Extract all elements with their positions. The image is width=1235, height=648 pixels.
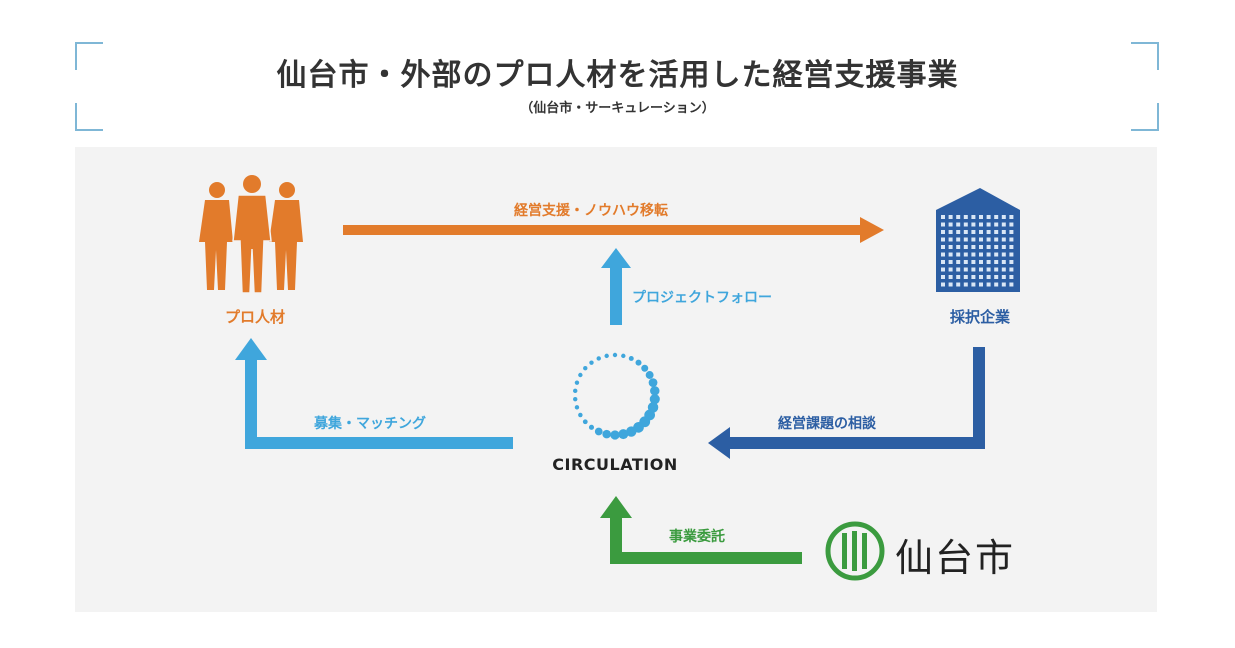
page-subtitle: （仙台市・サーキュレーション） — [520, 101, 715, 116]
commission-label: 事業委託 — [669, 529, 725, 545]
management-support-label: 経営支援・ノウハウ移転 — [514, 203, 668, 219]
recruit-matching-label: 募集・マッチング — [314, 416, 426, 432]
frame-corner-top-right — [1131, 42, 1159, 70]
project-follow-arrow — [601, 248, 631, 325]
management-support-arrow — [343, 217, 884, 243]
circulation-ring-icon — [573, 352, 660, 440]
pro-talent-label: プロ人材 — [224, 308, 285, 326]
circulation-label: CIRCULATION — [552, 455, 678, 474]
consultation-arrow — [708, 347, 985, 459]
frame-corner-bottom-left — [75, 103, 103, 131]
sendai-city-name: 仙台市 — [895, 536, 1016, 580]
commission-arrow — [600, 496, 802, 564]
frame-corner-bottom-right — [1131, 103, 1159, 131]
recruit-matching-arrow — [235, 338, 513, 449]
project-follow-label: プロジェクトフォロー — [632, 290, 772, 306]
building-icon — [936, 188, 1020, 292]
people-icon — [199, 175, 303, 294]
sendai-city-logo-icon — [825, 521, 885, 581]
frame-corner-top-left — [75, 42, 103, 70]
company-label: 採択企業 — [949, 308, 1010, 326]
page-title: 仙台市・外部のプロ人材を活用した経営支援事業 — [276, 58, 959, 93]
consultation-label: 経営課題の相談 — [778, 416, 876, 432]
